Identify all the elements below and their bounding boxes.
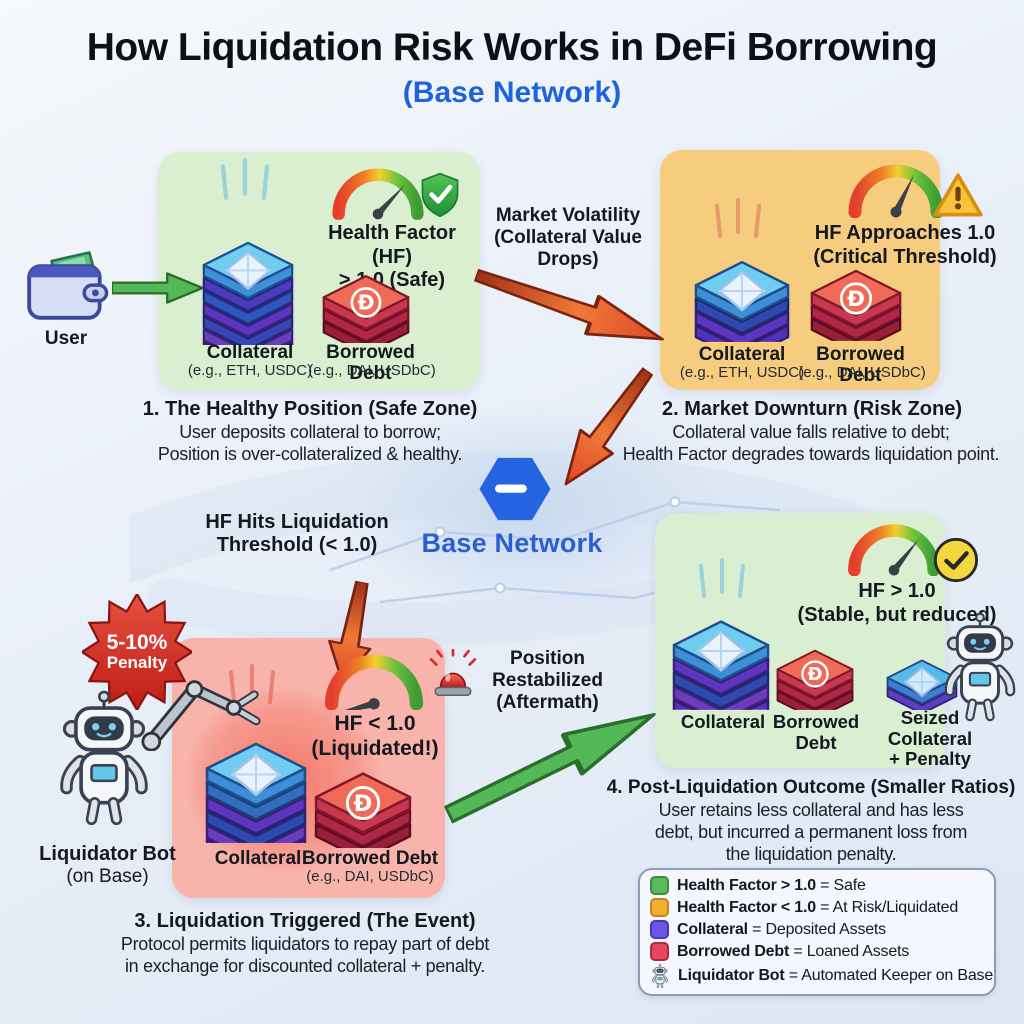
restabilized-label: Position Restabilized (Aftermath) [492,648,603,714]
robot-icon [938,612,1022,722]
legend-box: Health Factor > 1.0 = Safe Health Factor… [638,868,996,996]
penalty-word: Penalty [106,653,168,673]
user-label: User [44,328,88,349]
stage1-hf-text: Health Factor (HF) > 1.0 (Safe) [328,222,456,292]
stage2-collateral-label: Collateral [698,344,786,365]
stage1-debt-sub: (e.g., DAI, USDbC) [308,362,436,379]
liquidator-bot-sublabel: (on Base) [66,866,149,887]
legend-row-collateral: Collateral = Deposited Assets [650,920,984,939]
stage1-collateral-sub: (e.g., ETH, USDC) [187,362,313,379]
legend-swatch-safe [650,876,669,895]
collateral-stack-icon [672,592,770,710]
stage2-collateral-sub: (e.g., ETH, USDC) [679,364,805,381]
stage2-caption-body: Collateral value falls relative to debt;… [622,422,1000,464]
shield-check-icon [419,172,461,218]
panel-market-downturn [660,150,940,390]
legend-text: Liquidator Bot = Automated Keeper on Bas… [678,967,994,984]
debt-stack-icon [776,638,854,710]
liquidator-bot-label: Liquidator Bot [39,843,176,865]
stage4-caption-body: User retains less collateral and has les… [654,800,968,864]
debt-stack-icon [314,758,412,848]
legend-row-debt: Borrowed Debt = Loaned Assets [650,942,984,961]
stage4-seized-label: Seized Collateral + Penalty [887,707,973,770]
stage3-collateral-label: Collateral [214,848,302,869]
base-hexagon-icon [479,457,551,521]
sparkle-streaks [212,158,278,200]
stage4-hf-text: HF > 1.0 (Stable, but reduced) [797,580,997,626]
siren-icon [427,648,479,702]
legend-row-risk: Health Factor < 1.0 = At Risk/Liquidated [650,898,984,917]
market-volatility-label: Market Volatility (Collateral Value Drop… [494,205,642,271]
warning-triangle-icon [932,172,984,219]
debt-stack-icon [322,262,410,343]
wallet-icon [24,248,110,324]
stage4-caption-title: 4. Post-Liquidation Outcome (Smaller Rat… [606,777,1016,798]
stage2-hf-text: HF Approaches 1.0 (Critical Threshold) [813,222,997,268]
stage4-debt-label: Borrowed Debt [772,711,860,753]
stage1-debt-label: Borrowed Debt [326,342,415,385]
stage1-caption-body: User deposits collateral to borrow; Posi… [157,422,463,464]
penalty-badge-text: 5-10% Penalty [82,594,192,710]
stage1-caption-title: 1. The Healthy Position (Safe Zone) [142,398,478,420]
stage2-debt-sub: (e.g., DAI, USDbC) [798,364,926,381]
legend-row-safe: Health Factor > 1.0 = Safe [650,876,984,895]
stage1-collateral-label: Collateral [206,342,294,363]
legend-row-bot: Liquidator Bot = Automated Keeper on Bas… [650,964,993,988]
legend-swatch-risk [650,898,669,917]
legend-swatch-collateral [650,920,669,939]
stage3-caption-title: 3. Liquidation Triggered (The Event) [134,910,476,932]
gauge-safe-icon [330,162,426,220]
gauge-warning-icon [846,158,946,218]
base-network-label: Base Network [421,528,603,558]
arrow-user-deposit [112,262,204,314]
stage3-caption-body: Protocol permits liquidators to repay pa… [120,934,490,976]
gauge-liquidated-icon [322,648,426,710]
stage3-debt-sub: (e.g., DAI, USDbC) [306,868,434,885]
stage2-debt-label: Borrowed Debt [816,344,905,387]
penalty-amount: 5-10% [106,631,168,655]
debt-stack-icon [810,256,902,341]
page-subtitle: (Base Network) [402,76,622,109]
collateral-stack-icon [694,240,790,342]
legend-text: Collateral = Deposited Assets [677,920,886,938]
gauge-stable-icon [845,518,943,576]
liquidation-threshold-label: HF Hits Liquidation Threshold (< 1.0) [205,511,389,557]
stage3-hf-text: HF < 1.0 (Liquidated!) [311,712,439,760]
page-title: How Liquidation Risk Works in DeFi Borro… [86,26,938,69]
robot-icon [650,964,670,988]
legend-swatch-debt [650,942,669,961]
legend-text: Health Factor > 1.0 = Safe [677,876,866,894]
collateral-stack-icon [202,196,294,345]
sparkle-streaks [708,198,768,238]
legend-text: Borrowed Debt = Loaned Assets [677,942,910,960]
stage2-caption-title: 2. Market Downturn (Risk Zone) [661,398,963,420]
stage4-collateral-label: Collateral [680,711,766,732]
check-circle-icon [932,536,980,584]
stage3-debt-label: Borrowed Debt [301,848,439,869]
claw-arm-icon [140,676,262,751]
legend-text: Health Factor < 1.0 = At Risk/Liquidated [677,898,959,916]
